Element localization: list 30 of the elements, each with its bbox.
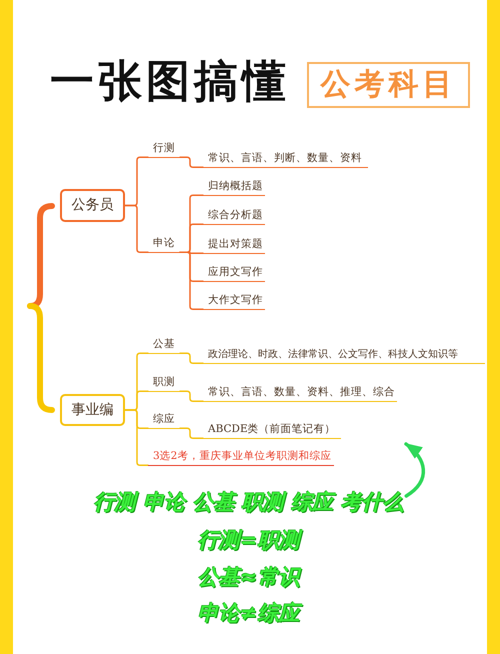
underlined-label: 应用文写作 — [203, 264, 265, 282]
note-label: 3选2考，重庆事业单位考职测和综应 — [148, 448, 334, 466]
underlined-label: 申论 — [148, 235, 180, 253]
category-box: 事业编 — [60, 394, 125, 426]
brace-connector — [179, 428, 204, 439]
title-text: 一张图搞懂 — [50, 56, 290, 108]
underlined-label: 提出对策题 — [203, 236, 265, 254]
category-box: 公务员 — [60, 189, 125, 222]
underlined-label: 常识、言语、数量、资料、推理、综合 — [203, 384, 397, 402]
underlined-label: 常识、言语、判断、数量、资料 — [203, 150, 368, 168]
underlined-label: 政治理论、时政、法律常识、公文写作、科技人文知识等 — [203, 346, 485, 364]
brace-connector — [124, 409, 149, 466]
slogan-text: 行测=职测 — [198, 527, 302, 553]
brace-connector — [179, 352, 204, 364]
brace-connector — [124, 204, 149, 253]
underlined-label: 综应 — [148, 411, 180, 429]
slogan-text: 申论≠综应 — [198, 600, 302, 626]
underlined-label: 归纳概括题 — [203, 178, 265, 196]
underlined-label: 综合分析题 — [203, 207, 265, 225]
underlined-label: 公基 — [148, 336, 180, 354]
brace-connector — [179, 390, 204, 402]
underlined-label: 职测 — [148, 374, 180, 392]
slogan-text: 行测 申论 公基 职测 综应 考什么 — [94, 489, 406, 515]
slogan-text: 公基≈常识 — [198, 564, 302, 590]
underlined-label: ABCDE类（前面笔记有） — [203, 421, 341, 439]
curved-arrow — [404, 442, 426, 498]
heading-tag: 公考科目 — [307, 62, 470, 108]
brace-connector — [179, 156, 204, 168]
underlined-label: 行测 — [148, 140, 180, 158]
underlined-label: 大作文写作 — [203, 292, 265, 310]
